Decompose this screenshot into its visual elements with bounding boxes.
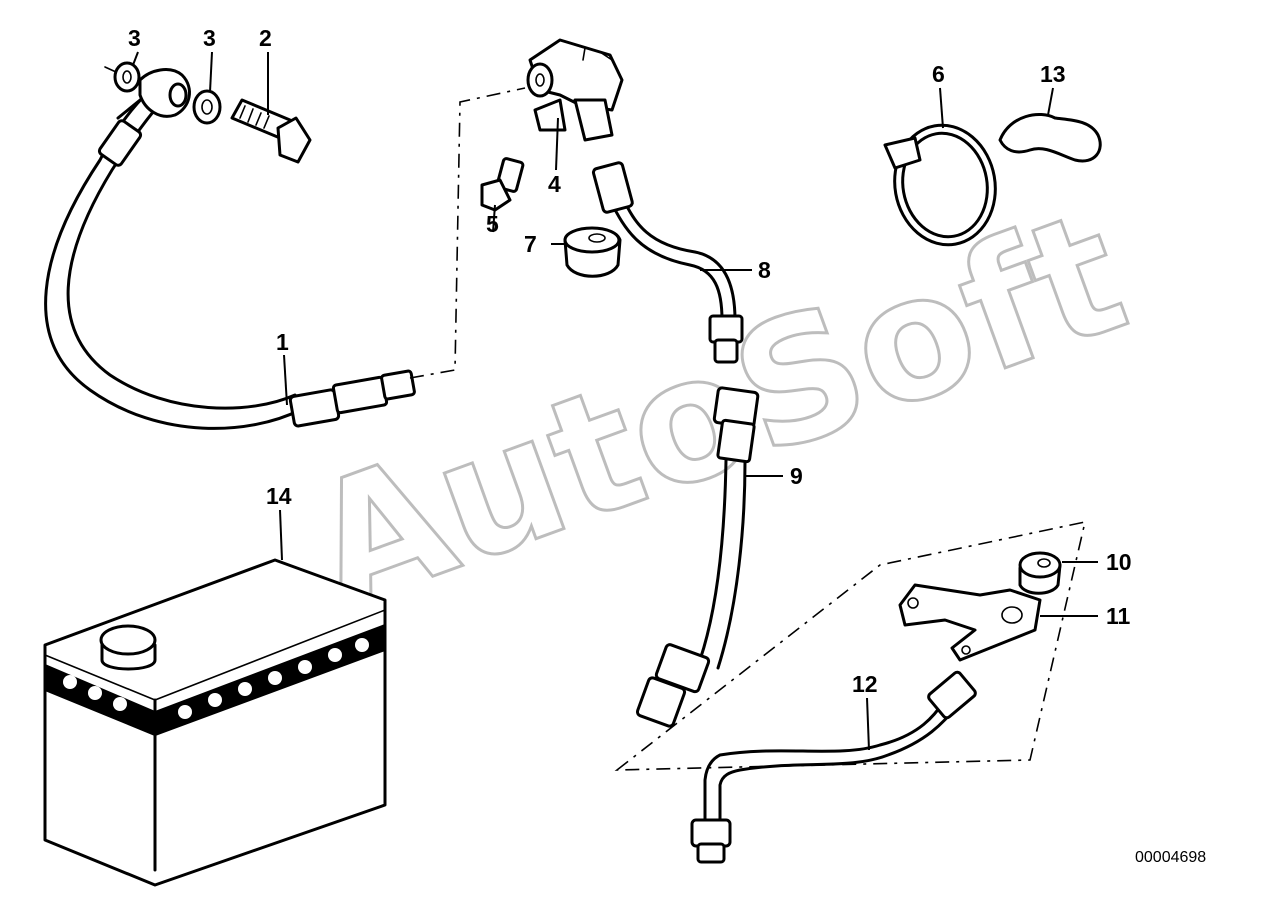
leader-lines [132, 51, 1098, 751]
reference-line-upper [409, 87, 526, 379]
callout-4: 4 [548, 171, 561, 197]
document-number: 00004698 [1135, 849, 1206, 866]
part-6-hose-clamp [883, 123, 997, 247]
callout-12: 12 [852, 671, 878, 697]
callout-1: 1 [276, 329, 289, 355]
part-7-grommet [563, 226, 622, 278]
part-12-brake-pipe [690, 670, 977, 864]
part-8-brake-pipe [591, 161, 744, 364]
part-2-banjo-bolt [230, 98, 312, 164]
callout-9: 9 [790, 463, 803, 489]
callout-8: 8 [758, 257, 771, 283]
part-11-bracket [898, 583, 1042, 662]
callout-6: 6 [932, 61, 945, 87]
part-3-washer-right [192, 89, 222, 125]
part-1-brake-hose [44, 68, 416, 430]
part-10-grommet [1018, 551, 1062, 595]
part-4-brake-distributor [526, 38, 624, 142]
callout-2: 2 [259, 25, 272, 51]
callout-7: 7 [524, 231, 537, 257]
callout-5: 5 [486, 211, 499, 237]
callout-3-left: 3 [128, 25, 141, 51]
callout-14: 14 [266, 483, 292, 509]
part-13-cover [998, 113, 1102, 163]
callout-13: 13 [1040, 61, 1066, 87]
part-14-reservoir [43, 558, 387, 887]
part-3-washer-left [104, 61, 141, 93]
callout-10: 10 [1106, 549, 1132, 575]
reference-line-lower [614, 520, 1087, 771]
callout-3-right: 3 [203, 25, 216, 51]
part-5-bleeder-screw [480, 157, 525, 212]
part-9-brake-hose [635, 386, 760, 728]
callout-11: 11 [1106, 603, 1131, 629]
